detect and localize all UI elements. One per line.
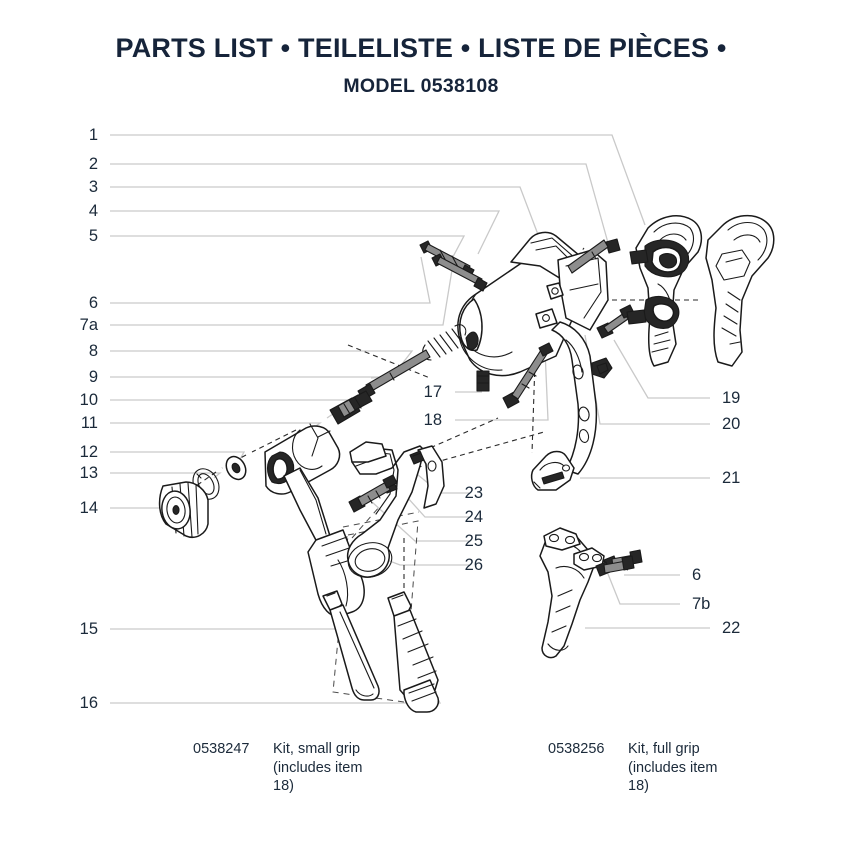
callout-number-10: 10 — [79, 390, 98, 409]
grip-handle-with-trigger — [626, 214, 775, 367]
callout-number-12: 12 — [79, 442, 98, 461]
kit-description-line: Kit, full grip — [628, 741, 700, 757]
screw-item-18 — [502, 342, 554, 409]
kit-part-number: 0538256 — [548, 741, 605, 757]
kit-description-line: 18) — [628, 778, 649, 795]
callout-number-15: 15 — [79, 619, 98, 638]
callout-number-19: 19 — [722, 388, 741, 407]
callout-number-6: 6 — [88, 293, 98, 312]
callout-number-6: 6 — [692, 565, 702, 584]
callout-number-17: 17 — [423, 382, 442, 401]
callout-number-4: 4 — [88, 201, 98, 220]
latch-item-21 — [530, 450, 575, 491]
full-grip-item-16 — [387, 591, 440, 713]
callout-number-26: 26 — [464, 555, 483, 574]
screw-item-23 — [348, 474, 398, 513]
seat-stack-item-10 — [329, 390, 373, 425]
callout-number-1: 1 — [88, 125, 98, 144]
model-subtitle: MODEL 0538108 — [343, 74, 499, 97]
callout-number-9: 9 — [88, 367, 98, 386]
callout-number-5: 5 — [88, 226, 98, 245]
kit-description: Kit, small grip (includes item 18) — [273, 740, 389, 796]
screw-pin-upper-left-2 — [431, 253, 488, 292]
handle-tube-and-grips — [283, 467, 440, 713]
callout-number-14: 14 — [79, 498, 98, 517]
threaded-cap-item-14 — [158, 481, 209, 538]
callout-number-13: 13 — [79, 463, 98, 482]
trigger-guard-assembly — [346, 441, 445, 578]
callout-number-7a: 7a — [79, 315, 98, 334]
kit-description-line: 18) — [273, 778, 294, 795]
kit-description-line: (includes item — [628, 759, 718, 776]
callout-number-2: 2 — [88, 154, 98, 173]
kit-description: Kit, full grip (includes item 18) — [628, 740, 744, 796]
seal-and-cap-assembly — [158, 455, 247, 538]
callout-number-25: 25 — [464, 531, 483, 550]
kit-part-number: 0538247 — [193, 741, 250, 757]
page-title: PARTS LIST • TEILELISTE • LISTE DE PIÈCE… — [115, 33, 727, 63]
title-block: PARTS LIST • TEILELISTE • LISTE DE PIÈCE… — [0, 0, 842, 98]
screw-item-24 — [409, 450, 425, 465]
callout-number-24: 24 — [464, 507, 483, 526]
callout-number-18: 18 — [423, 410, 442, 429]
spray-gun-body-assembly — [419, 231, 635, 475]
screws-item-6 — [595, 549, 643, 577]
callout-number-11: 11 — [80, 413, 98, 432]
washer-item-12 — [225, 455, 247, 481]
kit-description-line: (includes item — [273, 759, 363, 776]
callout-number-22: 22 — [722, 618, 741, 637]
assembly-axis-lines — [195, 247, 700, 610]
callout-number-3: 3 — [88, 177, 98, 196]
callout-number-23: 23 — [464, 483, 483, 502]
leader-lines-right — [580, 334, 710, 629]
callout-number-21: 21 — [722, 468, 741, 487]
small-grip-item-15 — [322, 590, 380, 701]
pin-right-of-body — [567, 238, 621, 274]
nut-item-19 — [591, 357, 613, 379]
callout-number-16: 16 — [79, 693, 98, 712]
kit-description-line: Kit, small grip — [273, 741, 361, 757]
callout-number-8: 8 — [88, 341, 98, 360]
callout-number-20: 20 — [722, 414, 741, 433]
grip-bracket-item-22 — [539, 527, 643, 659]
callout-number-7b: 7b — [692, 594, 711, 613]
item-17-plug — [476, 370, 490, 392]
